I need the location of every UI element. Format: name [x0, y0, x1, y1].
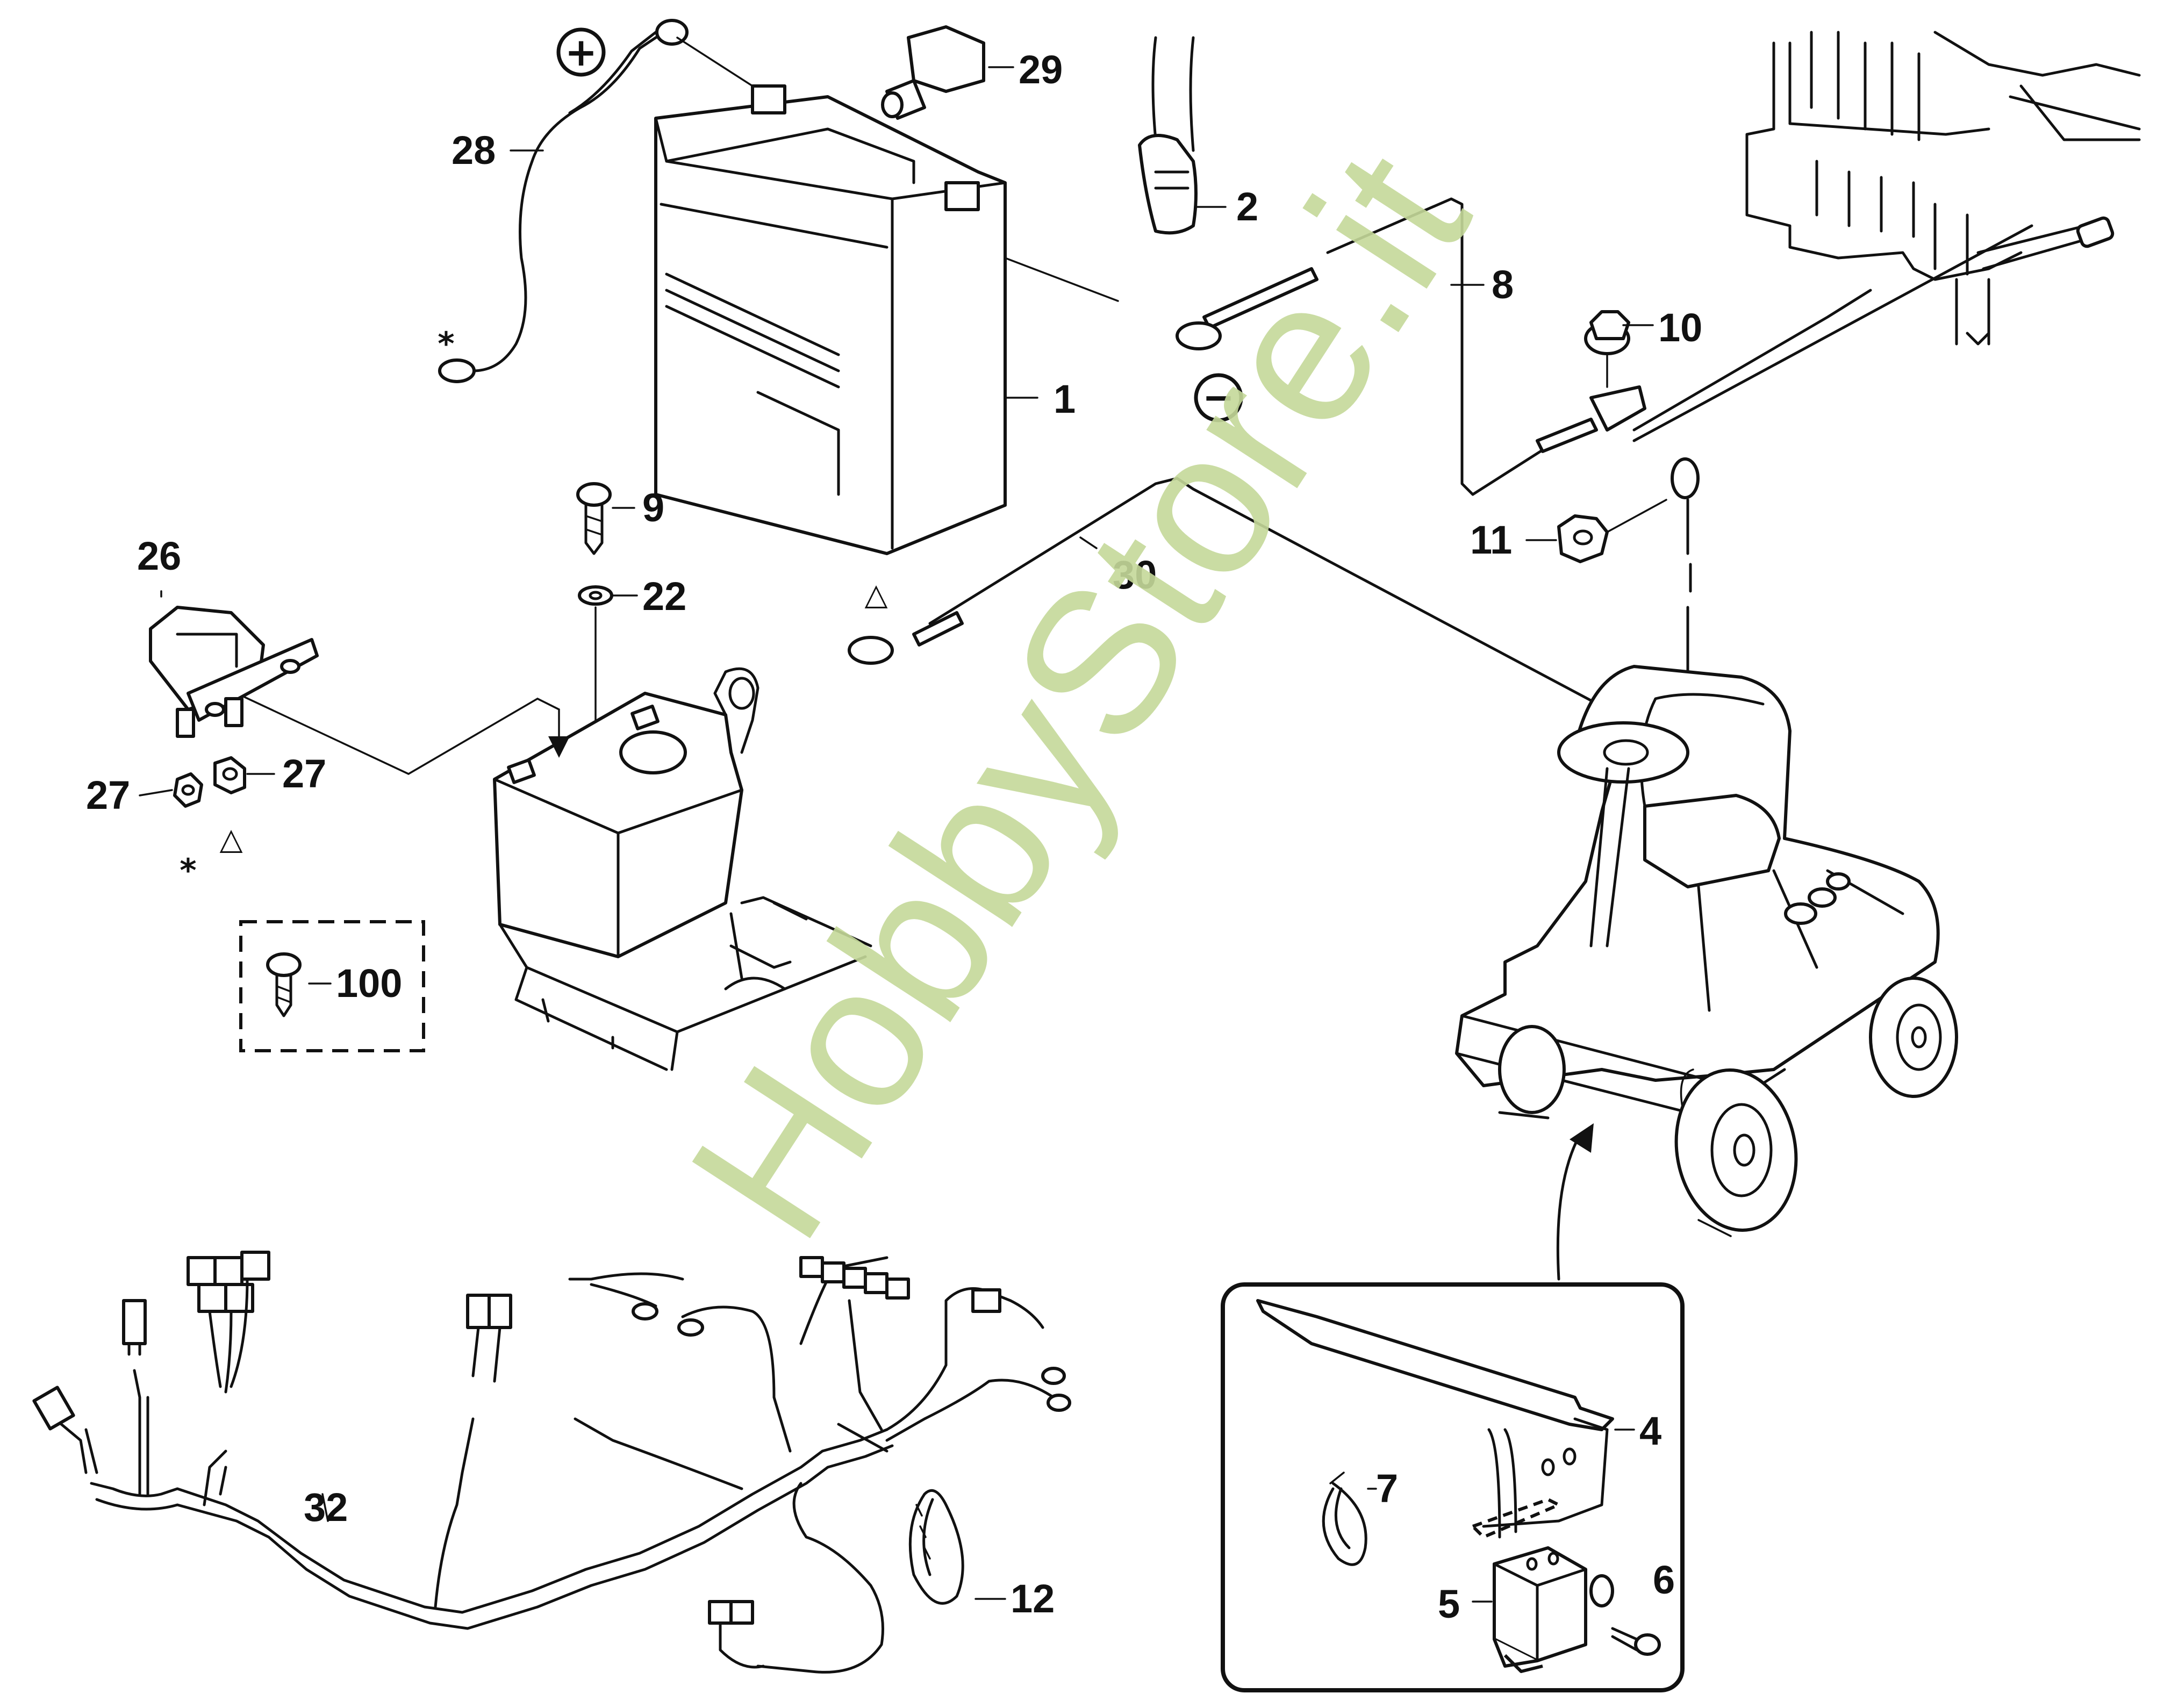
svg-text:+: + — [565, 30, 597, 75]
battery-strap — [1138, 36, 1198, 235]
callout-2: 2 — [1236, 184, 1258, 229]
callout-8: 8 — [1492, 262, 1514, 307]
minus-symbol: − — [1194, 373, 1243, 422]
ride-on-mower — [1455, 665, 1958, 1237]
callout-22: 22 — [642, 574, 686, 619]
battery-tray — [493, 667, 872, 1071]
callout-100: 100 — [336, 961, 402, 1006]
callout-11: 11 — [1470, 518, 1512, 562]
callout-4: 4 — [1639, 1409, 1661, 1453]
callout-12: 12 — [1011, 1576, 1055, 1621]
terminal-cap — [881, 25, 985, 120]
detail-box — [1221, 1282, 1685, 1692]
callout-32: 32 — [304, 1485, 348, 1530]
star-marker-nut: * — [180, 852, 196, 889]
triangle-marker-cable: △ — [864, 577, 887, 612]
negative-cable — [1004, 197, 2033, 496]
detail-arrow — [1556, 1123, 1594, 1281]
callout-27-left: 27 — [86, 773, 130, 817]
callout-27-right: 27 — [282, 751, 326, 796]
callout-30: 30 — [1113, 552, 1157, 597]
callout-10: 10 — [1658, 305, 1702, 350]
cable-tie-12 — [908, 1489, 964, 1605]
plus-symbol: + — [556, 27, 606, 77]
svg-text:−: − — [1202, 375, 1235, 420]
callout-9: 9 — [642, 485, 664, 530]
switch-26 — [149, 606, 319, 738]
ground-stud — [1671, 457, 1700, 593]
callout-26: 26 — [137, 534, 181, 578]
callout-5: 5 — [1438, 1582, 1460, 1626]
nut-10 — [1584, 310, 1630, 388]
triangle-marker-nut: △ — [219, 822, 242, 857]
callout-7: 7 — [1376, 1466, 1398, 1511]
positive-cable — [438, 19, 754, 383]
nut-11 — [1557, 499, 1667, 563]
battery — [654, 84, 1007, 555]
insertion-arrow — [235, 692, 570, 775]
engine-block — [1745, 31, 2141, 346]
nut-27-right — [213, 756, 246, 794]
star-marker-cable: * — [438, 325, 454, 363]
callout-1: 1 — [1054, 377, 1076, 421]
nut-27-left — [173, 772, 203, 808]
callout-6: 6 — [1653, 1558, 1675, 1602]
kit-100-box — [239, 920, 425, 1052]
leader-lines — [139, 66, 1654, 1603]
washer-22 — [578, 585, 613, 737]
wiring-harness — [32, 1251, 1071, 1674]
screw-9 — [576, 482, 612, 555]
callout-28: 28 — [452, 128, 496, 173]
callout-29: 29 — [1019, 47, 1063, 92]
